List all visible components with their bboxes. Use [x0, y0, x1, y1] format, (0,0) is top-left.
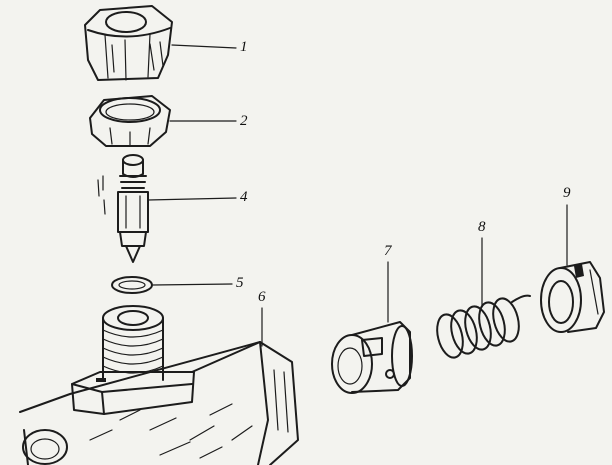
label-part-ring-nut: 9 — [563, 185, 571, 201]
part-body — [19, 305, 299, 465]
label-part-body: 6 — [258, 289, 266, 305]
part-plunger — [97, 154, 149, 263]
label-part-locknut: 2 — [240, 113, 248, 129]
label-part-spring: 8 — [478, 219, 486, 235]
part-locknut — [89, 95, 171, 147]
label-part-plunger: 4 — [240, 189, 248, 205]
label-part-valve-cup: 7 — [384, 243, 392, 259]
part-nut — [84, 5, 173, 81]
part-washer — [111, 276, 153, 294]
part-spring — [436, 294, 531, 359]
leader-1 — [171, 44, 237, 49]
part-ring-nut — [540, 261, 605, 333]
leader-5 — [152, 283, 233, 286]
label-part-washer: 5 — [236, 275, 244, 291]
part-valve-cup — [331, 321, 413, 394]
leader-4 — [147, 197, 237, 201]
label-part-nut: 1 — [240, 39, 248, 55]
